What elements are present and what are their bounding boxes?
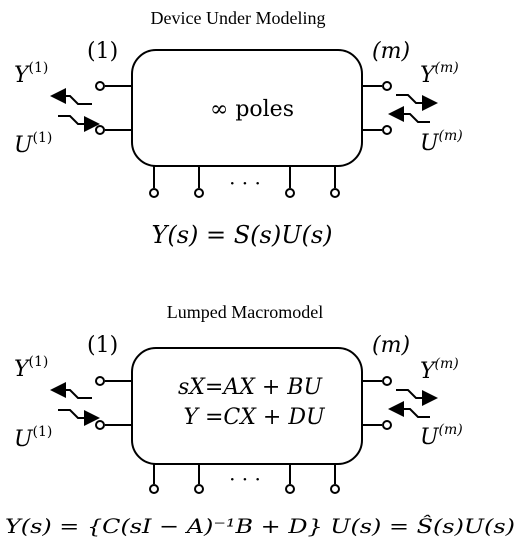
top-bottom-terminal-3 bbox=[285, 188, 295, 198]
bottom-state-equation: sX=AX + BU bbox=[178, 375, 324, 400]
bottom-left-terminal-1 bbox=[95, 376, 105, 386]
top-left-input-arrow-icon bbox=[58, 115, 100, 132]
top-right-output-arrow-icon bbox=[396, 94, 438, 111]
top-bottom-terminal-1 bbox=[149, 188, 159, 198]
top-dots: · · · bbox=[229, 171, 261, 195]
bottom-title: Lumped Macromodel bbox=[167, 302, 323, 322]
bottom-left-output-arrow-icon bbox=[50, 382, 92, 399]
bottom-bottom-terminal-2 bbox=[194, 484, 204, 494]
bottom-dots: · · · bbox=[229, 467, 261, 491]
bottom-port-left-label: (1) bbox=[87, 333, 118, 358]
top-u-right-label: U(m) bbox=[420, 128, 463, 156]
bottom-macromodel-box bbox=[131, 347, 363, 465]
top-bottom-terminal-2 bbox=[194, 188, 204, 198]
top-right-terminal-2 bbox=[382, 125, 392, 135]
top-left-terminal-2 bbox=[95, 125, 105, 135]
top-bottom-terminal-4 bbox=[330, 188, 340, 198]
top-u-left-label: U(1) bbox=[14, 130, 52, 158]
bottom-bottom-terminal-1 bbox=[149, 484, 159, 494]
top-port-left-label: (1) bbox=[87, 39, 118, 64]
top-right-terminal-1 bbox=[382, 81, 392, 91]
bottom-right-terminal-2 bbox=[382, 420, 392, 430]
top-right-input-arrow-icon bbox=[388, 106, 430, 123]
bottom-diagram: Lumped Macromodel (1) (m) sX=AX + BU Y =… bbox=[5, 302, 515, 538]
bottom-left-input-arrow-icon bbox=[58, 409, 100, 426]
bottom-right-input-arrow-icon bbox=[388, 401, 430, 418]
top-equation: Y(s) = S(s)U(s) bbox=[151, 221, 332, 249]
top-y-left-label: Y(1) bbox=[14, 60, 48, 88]
bottom-y-left-label: Y(1) bbox=[14, 354, 48, 382]
bottom-equation: Y(s) = {C(sI − A)⁻¹B + D} U(s) = Ŝ(s)U(s… bbox=[5, 513, 515, 538]
bottom-left-terminal-2 bbox=[95, 420, 105, 430]
bottom-right-output-arrow-icon bbox=[396, 389, 438, 406]
bottom-bottom-terminal-3 bbox=[285, 484, 295, 494]
bottom-output-equation: Y =CX + DU bbox=[183, 405, 326, 430]
bottom-port-right-label: (m) bbox=[372, 333, 410, 358]
top-y-right-label: Y(m) bbox=[420, 60, 459, 88]
top-title: Device Under Modeling bbox=[151, 8, 326, 28]
bottom-bottom-terminal-4 bbox=[330, 484, 340, 494]
bottom-right-terminal-1 bbox=[382, 376, 392, 386]
bottom-y-right-label: Y(m) bbox=[420, 356, 459, 384]
top-box-text: ∞ poles bbox=[210, 97, 294, 122]
top-left-terminal-1 bbox=[95, 81, 105, 91]
top-device-box bbox=[131, 49, 363, 167]
bottom-u-left-label: U(1) bbox=[14, 424, 52, 452]
top-diagram: Device Under Modeling (1) (m) ∞ poles Y(… bbox=[14, 8, 463, 249]
top-port-right-label: (m) bbox=[372, 39, 410, 64]
top-left-output-arrow-icon bbox=[50, 88, 92, 105]
bottom-u-right-label: U(m) bbox=[420, 422, 463, 450]
